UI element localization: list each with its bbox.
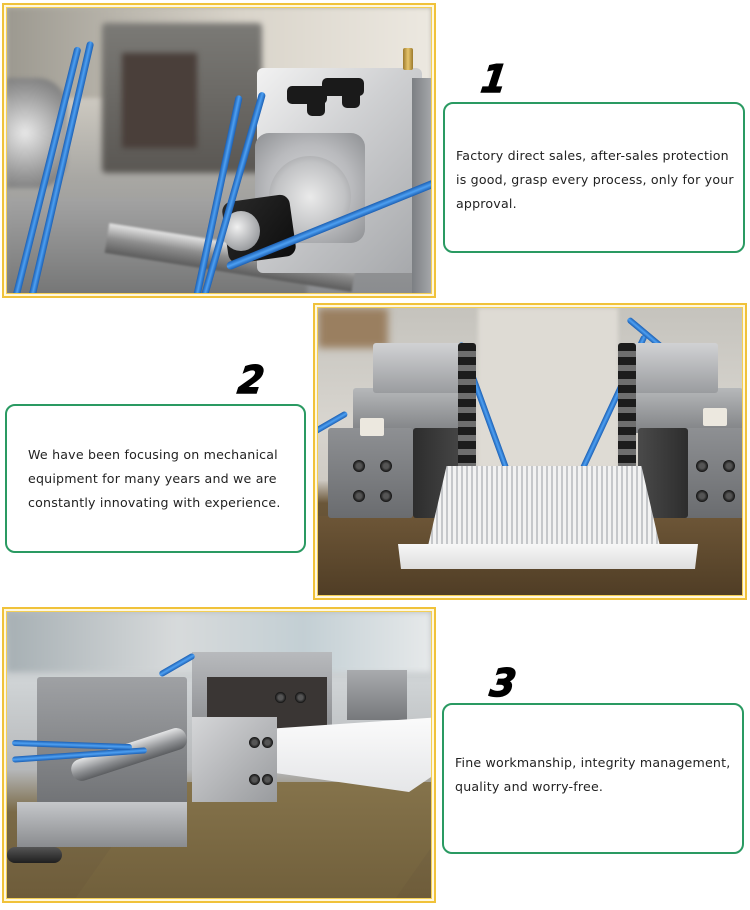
feature-text-1: Factory direct sales, after-sales protec… <box>456 147 734 211</box>
feature-text-3: Fine workmanship, integrity management, … <box>455 754 731 794</box>
photo-pneumatic-cylinder <box>6 7 432 294</box>
photo-air-filter-clamps <box>317 307 743 596</box>
photo-frame-3 <box>2 607 436 903</box>
feature-card-3: Fine workmanship, integrity management, … <box>442 703 744 854</box>
feature-card-1: Factory direct sales, after-sales protec… <box>443 102 745 253</box>
photo-frame-1 <box>2 3 436 298</box>
photo-machine-side-view <box>6 611 432 899</box>
photo-frame-2 <box>313 303 747 600</box>
step-number-3: 3 <box>487 660 519 705</box>
step-number-1: 1 <box>478 56 510 101</box>
feature-text-2: We have been focusing on mechanical equi… <box>28 446 281 510</box>
step-number-2: 2 <box>235 357 267 402</box>
feature-card-2: We have been focusing on mechanical equi… <box>5 404 306 553</box>
